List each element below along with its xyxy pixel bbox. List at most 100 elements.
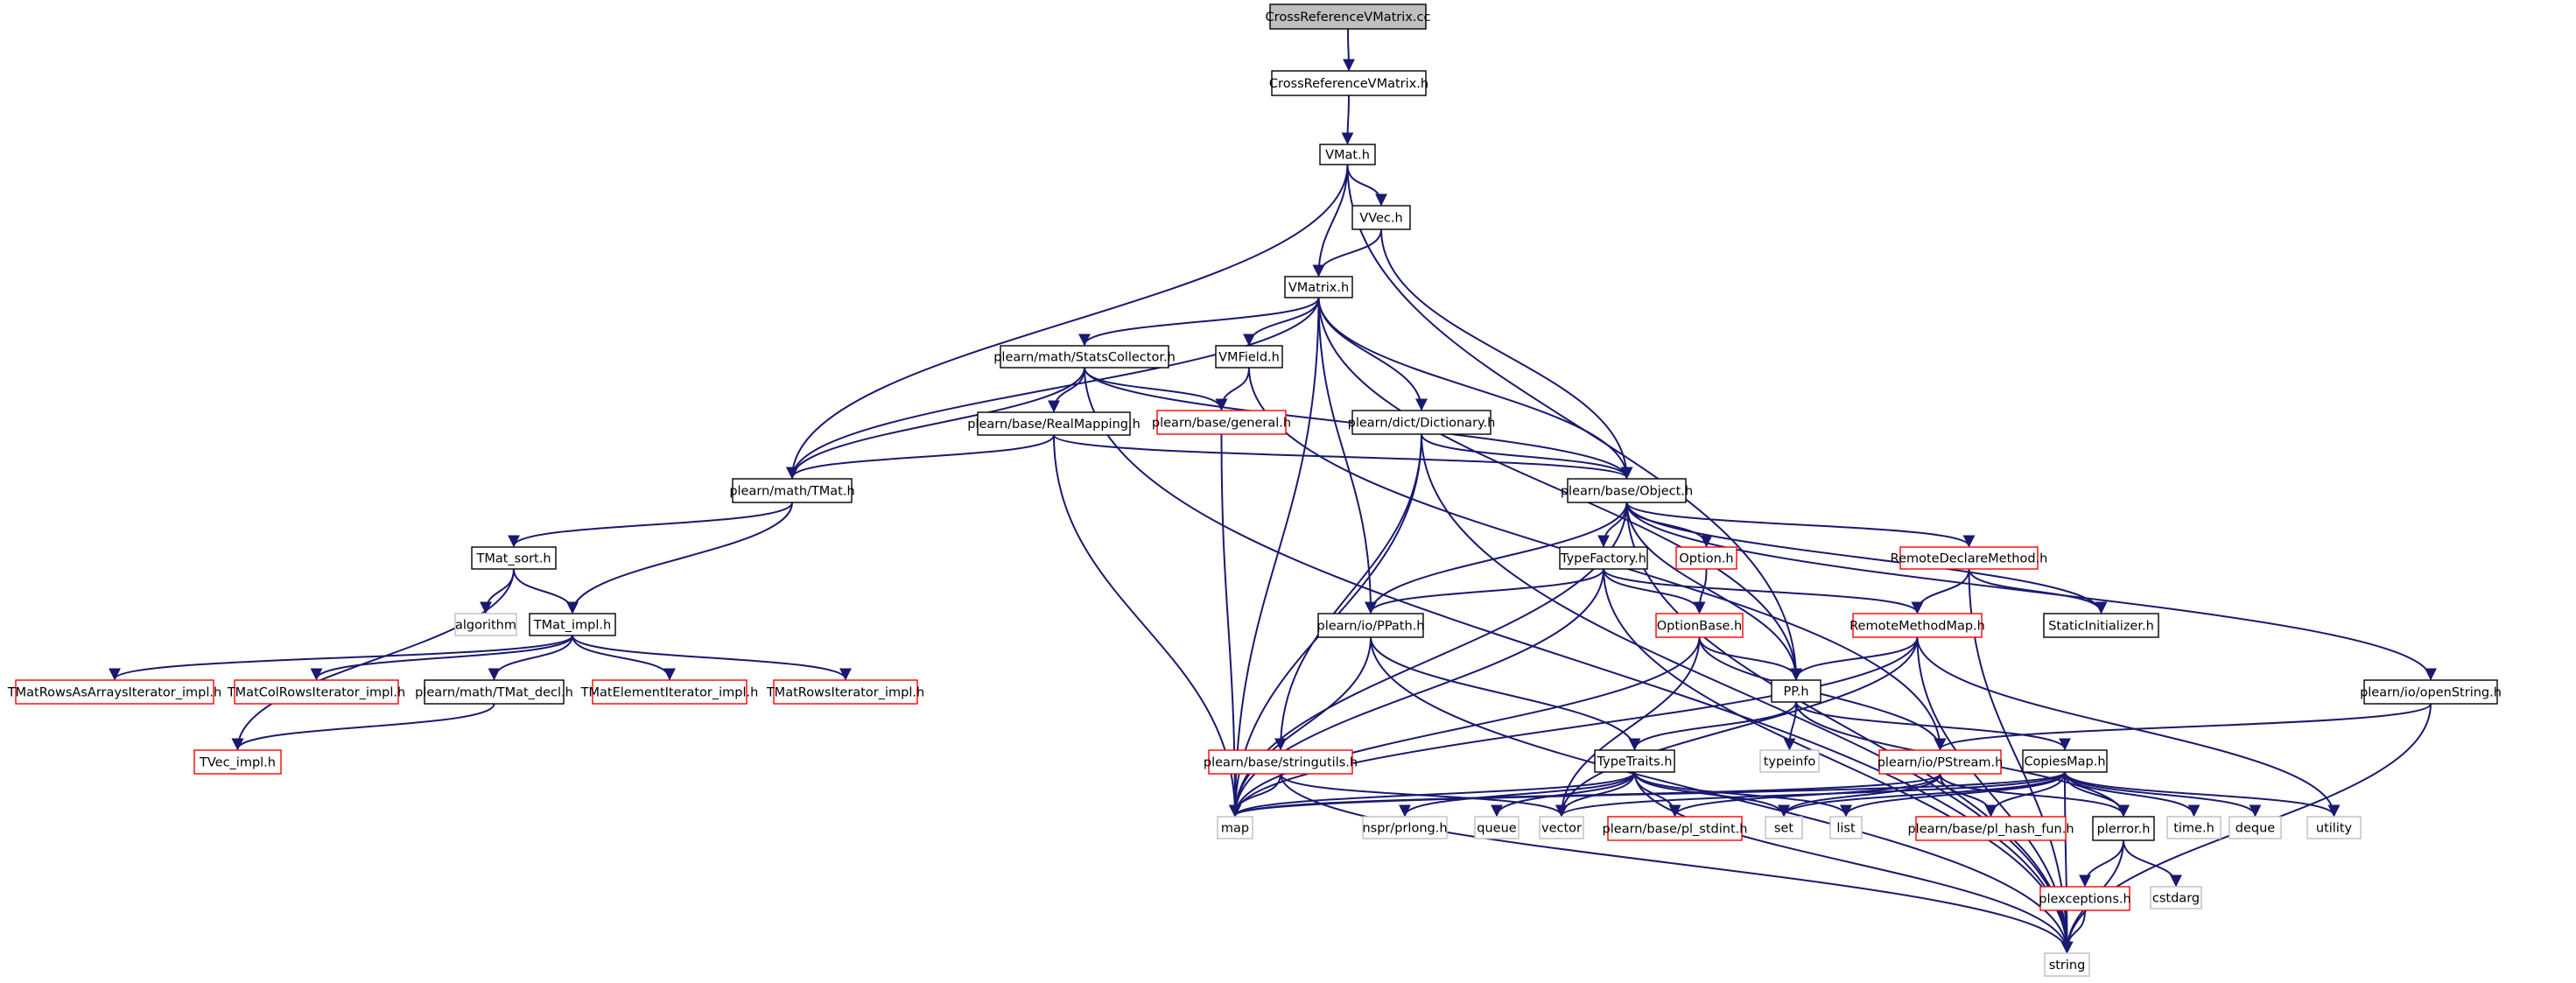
node-label-algorithm: algorithm	[455, 619, 516, 633]
node-typetraits-h[interactable]: TypeTraits.h	[1594, 749, 1675, 773]
node-map[interactable]: map	[1217, 816, 1253, 839]
node-crossreferencevmatrix-cc[interactable]: CrossReferenceVMatrix.cc	[1266, 4, 1431, 30]
edge-remotemethodmap-h-to-map	[1229, 636, 1919, 818]
node-time-h[interactable]: time.h	[2166, 816, 2222, 839]
node-copiesmap-h[interactable]: CopiesMap.h	[2022, 749, 2108, 773]
node-option-h[interactable]: Option.h	[1675, 546, 1737, 570]
node-tmatelementiterator-impl-h[interactable]: TMatElementIterator_impl.h	[580, 679, 759, 705]
node-pp-h[interactable]: PP.h	[1771, 679, 1821, 703]
node-remotemethodmap-h[interactable]: RemoteMethodMap.h	[1850, 613, 1985, 638]
node-set[interactable]: set	[1765, 816, 1803, 839]
node-plerror-h[interactable]: plerror.h	[2092, 816, 2155, 841]
node-typefactory-h[interactable]: TypeFactory.h	[1559, 546, 1648, 570]
node-typeinfo[interactable]: typeinfo	[1759, 749, 1820, 773]
node-label-dictionary-h: plearn/dict/Dictionary.h	[1348, 417, 1496, 431]
node-label-typetraits-h: TypeTraits.h	[1597, 755, 1673, 769]
edge-tmat-h-to-tmat-impl-h	[566, 502, 793, 614]
node-tmatrowsasarraysiterator-impl-h[interactable]: TMatRowsAsArraysIterator_impl.h	[7, 679, 221, 705]
node-utility[interactable]: utility	[2306, 816, 2362, 839]
node-label-realmapping-h: plearn/base/RealMapping.h	[967, 418, 1141, 432]
node-box-realmapping-h	[977, 411, 1131, 436]
node-box-typeinfo	[1759, 749, 1820, 773]
node-tmatcolrowsiterator-impl-h[interactable]: TMatColRowsIterator_impl.h	[227, 679, 405, 705]
node-realmapping-h[interactable]: plearn/base/RealMapping.h	[967, 411, 1141, 436]
node-vmat-h[interactable]: VMat.h	[1319, 144, 1376, 165]
node-label-tmatcolrowsiterator-impl-h: TMatColRowsIterator_impl.h	[227, 686, 405, 700]
node-label-remotedeclaremethod-h: RemoteDeclareMethod.h	[1891, 552, 2048, 566]
edge-vmatrix-h-to-vmfield-h	[1243, 297, 1320, 347]
node-optionbase-h[interactable]: OptionBase.h	[1655, 613, 1744, 638]
node-stringutils-h[interactable]: plearn/base/stringutils.h	[1204, 749, 1358, 775]
node-box-algorithm	[454, 613, 517, 636]
node-algorithm[interactable]: algorithm	[454, 613, 517, 636]
node-vector[interactable]: vector	[1539, 816, 1584, 839]
node-statscollector-h[interactable]: plearn/math/StatsCollector.h	[993, 345, 1176, 369]
node-tmat-impl-h[interactable]: TMat_impl.h	[529, 613, 616, 636]
edge-vvec-h-to-object-h	[1380, 228, 1633, 480]
edge-pstream-h-to-set	[1778, 773, 1941, 818]
node-list[interactable]: list	[1829, 816, 1863, 839]
node-vmfield-h[interactable]: VMField.h	[1215, 345, 1283, 369]
node-openstring-h[interactable]: plearn/io/openString.h	[2360, 679, 2502, 705]
node-label-crossreferencevmatrix-h: CrossReferenceVMatrix.h	[1269, 77, 1428, 91]
node-box-ppath-h	[1317, 613, 1424, 638]
edge-crossreferencevmatrix-cc-to-crossreferencevmatrix-h	[1342, 28, 1355, 72]
edge-ppath-h-to-map	[1229, 636, 1372, 818]
node-tmat-decl-h[interactable]: plearn/math/TMat_decl.h	[415, 679, 573, 705]
edge-tmat-decl-h-to-tvec-impl-h	[231, 703, 495, 751]
node-queue[interactable]: queue	[1474, 816, 1520, 839]
node-ppath-h[interactable]: plearn/io/PPath.h	[1316, 613, 1425, 638]
node-box-time-h	[2166, 816, 2222, 839]
node-label-statscollector-h: plearn/math/StatsCollector.h	[993, 351, 1176, 365]
node-staticinitializer-h[interactable]: StaticInitializer.h	[2043, 613, 2159, 638]
node-box-pstream-h	[1878, 749, 2002, 775]
node-label-tmatrowsasarraysiterator-impl-h: TMatRowsAsArraysIterator_impl.h	[7, 686, 221, 700]
node-vmatrix-h[interactable]: VMatrix.h	[1284, 276, 1353, 298]
node-label-map: map	[1221, 822, 1249, 836]
node-remotedeclaremethod-h[interactable]: RemoteDeclareMethod.h	[1891, 546, 2048, 570]
node-tmat-sort-h[interactable]: TMat_sort.h	[471, 546, 557, 570]
edge-vvec-h-to-vmatrix-h	[1312, 228, 1382, 277]
edge-vmatrix-h-to-tmat-h	[786, 297, 1320, 480]
node-dictionary-h[interactable]: plearn/dict/Dictionary.h	[1348, 410, 1496, 435]
node-tvec-impl-h[interactable]: TVec_impl.h	[193, 749, 282, 775]
edge-tmat-sort-h-to-algorithm	[480, 568, 515, 614]
node-box-queue	[1474, 816, 1520, 839]
edge-pp-h-to-typeinfo	[1783, 701, 1797, 751]
node-string[interactable]: string	[2044, 952, 2090, 977]
edge-vmatrix-h-to-ppath-h	[1317, 297, 1377, 614]
node-box-vector	[1539, 816, 1584, 839]
node-general-h[interactable]: plearn/base/general.h	[1152, 410, 1291, 435]
node-vvec-h[interactable]: VVec.h	[1351, 205, 1411, 230]
edge-typetraits-h-to-map	[1229, 771, 1636, 818]
node-tmat-h[interactable]: plearn/math/TMat.h	[729, 478, 855, 503]
edge-remotedeclaremethod-h-to-remotemethodmap-h	[1911, 568, 1970, 614]
node-label-time-h: time.h	[2173, 822, 2215, 836]
node-label-crossreferencevmatrix-cc: CrossReferenceVMatrix.cc	[1266, 11, 1431, 25]
edge-plerror-h-to-cstdarg	[2123, 839, 2182, 888]
node-object-h[interactable]: plearn/base/Object.h	[1561, 478, 1693, 503]
node-plexceptions-h[interactable]: plexceptions.h	[2039, 886, 2131, 911]
edge-typetraits-h-to-string	[1633, 771, 2074, 954]
node-crossreferencevmatrix-h[interactable]: CrossReferenceVMatrix.h	[1269, 70, 1428, 96]
edge-tmat-impl-h-to-tmat-decl-h	[488, 635, 573, 681]
node-label-option-h: Option.h	[1679, 552, 1733, 566]
edge-copiesmap-h-to-set	[1778, 771, 2066, 818]
edge-tmat-impl-h-to-tmatelementiterator-impl-h	[572, 635, 676, 681]
node-deque[interactable]: deque	[2229, 816, 2282, 839]
edge-vmat-h-to-vvec-h	[1346, 164, 1387, 207]
node-nspr-prlong-h[interactable]: nspr/prlong.h	[1362, 816, 1448, 839]
node-cstdarg[interactable]: cstdarg	[2150, 886, 2202, 909]
node-tmatrowsiterator-impl-h[interactable]: TMatRowsIterator_impl.h	[766, 679, 924, 705]
node-box-tmat-impl-h	[529, 613, 616, 636]
edge-plexceptions-h-to-string	[2060, 909, 2086, 954]
node-label-vvec-h: VVec.h	[1359, 212, 1402, 226]
node-label-nspr-prlong-h: nspr/prlong.h	[1362, 822, 1447, 836]
node-label-vmat-h: VMat.h	[1325, 149, 1370, 163]
node-box-general-h	[1156, 410, 1287, 435]
node-pl-stdint-h[interactable]: plearn/base/pl_stdint.h	[1603, 816, 1748, 841]
node-pstream-h[interactable]: plearn/io/PStream.h	[1878, 749, 2004, 775]
node-pl-hash-fun-h[interactable]: plearn/base/pl_hash_fun.h	[1907, 816, 2074, 841]
node-box-remotedeclaremethod-h	[1899, 546, 2039, 570]
